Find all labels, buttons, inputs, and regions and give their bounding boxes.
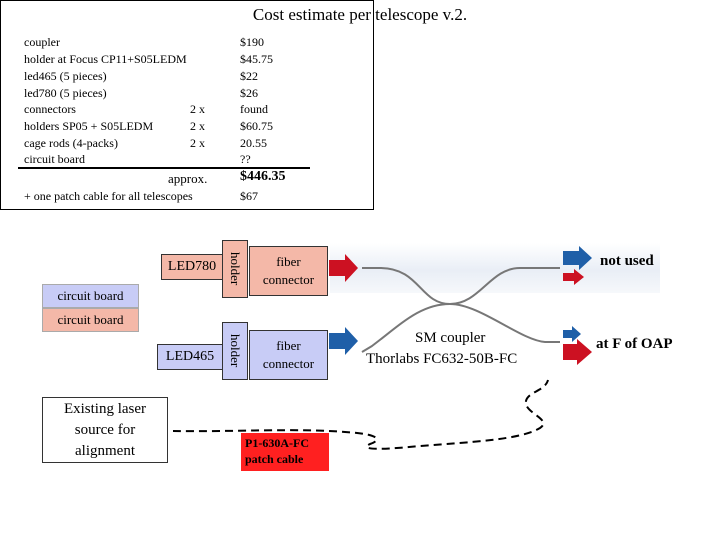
extra-cost: $67 [240, 189, 258, 203]
cost-qty: 2 x [190, 102, 205, 116]
fiber-top-input [362, 267, 451, 305]
total-label: approx. [168, 171, 208, 186]
cost-qty: 2 x [190, 136, 205, 150]
cost-item: connectors [24, 102, 76, 116]
fiber-bottom-output [449, 303, 560, 343]
cost-value: $45.75 [240, 52, 273, 66]
holder-bottom: holder [222, 322, 248, 380]
cost-value: 20.55 [240, 136, 267, 150]
coupler-model-label: Thorlabs FC632-50B-FC [366, 351, 518, 367]
output-not-used-label: not used [600, 253, 654, 269]
holder-top-label: holder [227, 252, 243, 286]
cost-item: led465 (5 pieces) [24, 69, 107, 83]
red-arrow-icon [563, 269, 584, 285]
holder-bottom-label: holder [227, 334, 243, 368]
cost-qty: 2 x [190, 119, 205, 133]
cost-item: cage rods (4-packs) [24, 136, 118, 150]
patch-cable-label: P1-630A-FC patch cable [241, 433, 329, 471]
led780-box: LED780 [161, 254, 223, 280]
cost-value: $190 [240, 35, 264, 49]
fiber-connector-top: fiber connector [249, 246, 328, 296]
cost-title: Cost estimate per telescope v.2. [252, 5, 468, 24]
cost-value: $22 [240, 69, 258, 83]
cost-value: found [240, 102, 268, 116]
coupler-label: SM coupler [415, 330, 486, 346]
cost-item: led780 (5 pieces) [24, 86, 107, 100]
cost-value: $60.75 [240, 119, 273, 133]
blue-arrow-icon [563, 246, 592, 270]
output-oap-label: at F of OAP [596, 336, 673, 352]
cost-item: holders SP05 + S05LEDM [24, 119, 154, 133]
led465-box: LED465 [157, 344, 223, 370]
cost-item: holder at Focus CP11+S05LEDM [24, 52, 187, 66]
cost-value: ?? [240, 152, 251, 166]
circuit-board-blue: circuit board [42, 284, 139, 308]
cost-item: circuit board [24, 152, 85, 166]
fiber-top-output [449, 267, 560, 305]
blue-arrow-icon [329, 327, 358, 355]
circuit-board-pink: circuit board [42, 308, 139, 332]
cost-item: coupler [24, 35, 60, 49]
red-arrow-icon [329, 254, 358, 282]
holder-top: holder [222, 240, 248, 298]
cost-estimate-table: Cost estimate per telescope v.2. coupler… [0, 0, 467, 210]
total-value: $446.35 [240, 169, 286, 184]
total-rule [18, 167, 310, 169]
patch-cable-line [172, 379, 549, 450]
cost-value: $26 [240, 86, 258, 100]
fiber-connector-bottom: fiber connector [249, 330, 328, 380]
laser-source-box: Existing laser source for alignment [42, 397, 168, 463]
fiber-bottom-input [361, 303, 451, 353]
extra-item: + one patch cable for all telescopes [24, 189, 193, 203]
red-arrow-icon [563, 339, 592, 365]
blue-arrow-icon [563, 326, 581, 342]
